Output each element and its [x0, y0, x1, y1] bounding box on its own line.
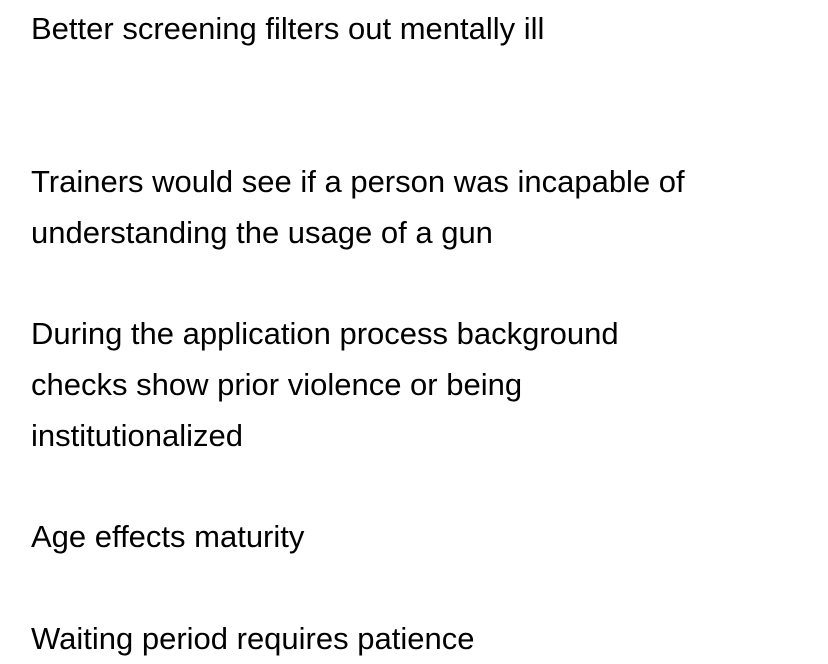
note-line: checks show prior violence or being: [31, 367, 523, 402]
note-paragraph-waiting-period: Waiting period requires patience: [31, 613, 474, 664]
note-line: Trainers would see if a person was incap…: [31, 164, 685, 199]
note-paragraph-background-checks: During the application process backgroun…: [31, 308, 619, 461]
note-line: Age effects maturity: [31, 519, 305, 554]
note-paragraph-screening: Better screening filters out mentally il…: [31, 3, 544, 54]
note-line: During the application process backgroun…: [31, 316, 619, 351]
note-line: understanding the usage of a gun: [31, 215, 493, 250]
note-line: Better screening filters out mentally il…: [31, 11, 545, 46]
note-line: institutionalized: [31, 418, 243, 453]
note-paragraph-age: Age effects maturity: [31, 511, 304, 562]
note-line: Waiting period requires patience: [31, 621, 475, 656]
note-paragraph-trainers: Trainers would see if a person was incap…: [31, 156, 685, 258]
